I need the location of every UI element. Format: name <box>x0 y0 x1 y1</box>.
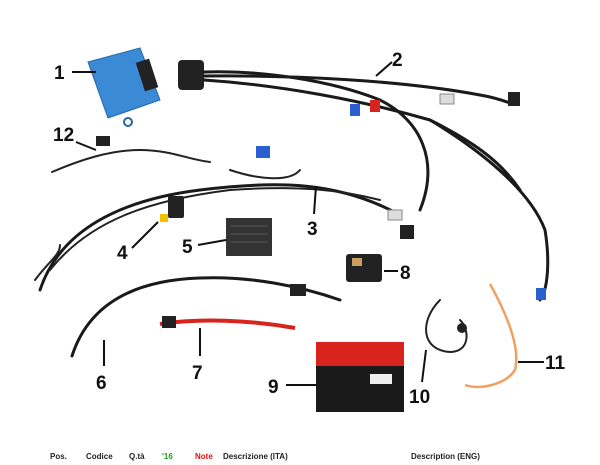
header-year: '16 <box>162 452 173 461</box>
battery <box>316 342 404 412</box>
part-number-12: 12 <box>53 125 74 146</box>
part-number-2: 2 <box>392 50 403 71</box>
main-wiring-harness <box>178 60 550 302</box>
part-number-9: 9 <box>268 377 279 398</box>
positive-cable <box>159 316 296 330</box>
sensor <box>425 299 468 354</box>
header-note: Note <box>195 452 213 461</box>
header-description-eng: Description (ENG) <box>411 452 480 461</box>
part-number-3: 3 <box>307 219 318 240</box>
part-number-7: 7 <box>192 363 203 384</box>
orange-wire <box>464 283 518 389</box>
header-codice: Codice <box>86 452 113 461</box>
header-pos: Pos. <box>50 452 67 461</box>
secondary-wiring-harness <box>34 146 403 292</box>
part-number-8: 8 <box>400 263 411 284</box>
starter-relay <box>346 254 382 282</box>
header-qta: Q.tà <box>129 452 145 461</box>
part-number-4: 4 <box>117 243 128 264</box>
part-number-11: 11 <box>545 353 566 374</box>
part-number-6: 6 <box>96 373 107 394</box>
ecu-unit <box>87 47 161 127</box>
header-descrizione-ita: Descrizione (ITA) <box>223 452 288 461</box>
fuse-holder <box>51 136 211 173</box>
parts-diagram: 1 2 3 4 5 6 7 8 9 10 11 12 <box>34 47 566 412</box>
part-number-10: 10 <box>409 387 430 408</box>
relay <box>160 196 184 222</box>
voltage-regulator <box>226 218 272 256</box>
part-number-1: 1 <box>54 63 65 84</box>
part-number-5: 5 <box>182 237 193 258</box>
